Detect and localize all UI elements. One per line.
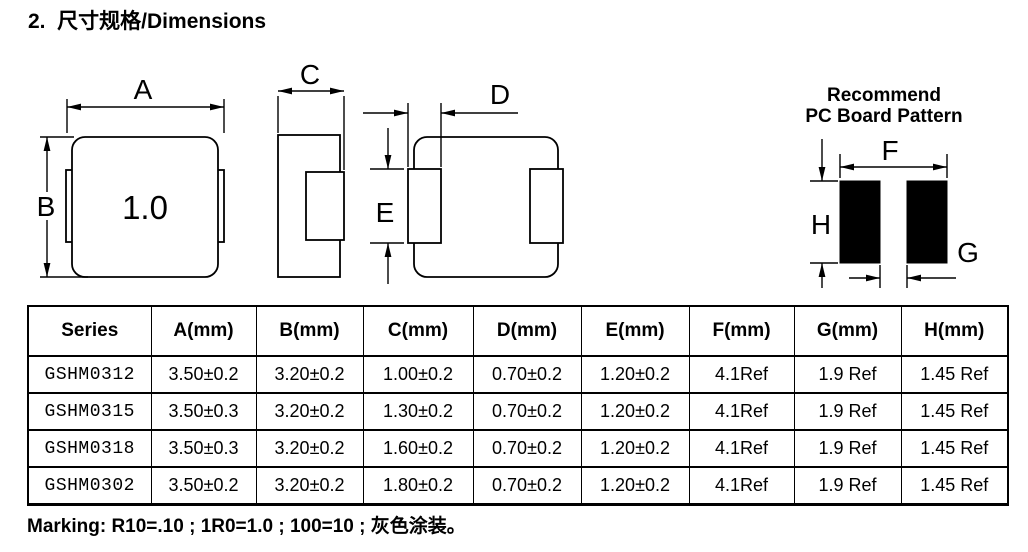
- dim-c-lines: [277, 87, 345, 170]
- dim-label-f: F: [881, 135, 898, 166]
- col-header-h: H(mm): [900, 305, 1009, 357]
- value-cell: 3.50±0.3: [150, 392, 257, 431]
- value-cell: 1.80±0.2: [362, 466, 474, 506]
- terminal-side: [305, 171, 345, 241]
- dimensions-table: Series A(mm) B(mm) C(mm) D(mm) E(mm) F(m…: [27, 305, 1009, 506]
- dim-label-c: C: [300, 59, 320, 90]
- dim-d-lines: [363, 103, 518, 167]
- value-cell: 3.20±0.2: [255, 392, 364, 431]
- dim-label-a: A: [134, 74, 153, 105]
- value-cell: 3.50±0.3: [150, 429, 257, 468]
- value-cell: 1.45 Ref: [900, 466, 1009, 506]
- component-marking: 1.0: [122, 189, 168, 226]
- table-row: GSHM0312 3.50±0.2 3.20±0.2 1.00±0.2 0.70…: [27, 355, 1009, 394]
- value-cell: 1.9 Ref: [793, 392, 902, 431]
- terminal-bottom-right: [529, 168, 564, 244]
- series-cell: GSHM0302: [27, 466, 152, 506]
- dim-label-e: E: [376, 197, 395, 228]
- marking-note: Marking: R10=.10 ; 1R0=1.0 ; 100=10 ; 灰色…: [27, 516, 466, 537]
- dim-g-lines: [849, 265, 956, 288]
- value-cell: 1.9 Ref: [793, 355, 902, 394]
- dim-h-lines: [810, 139, 838, 288]
- value-cell: 1.45 Ref: [900, 392, 1009, 431]
- value-cell: 4.1Ref: [688, 392, 795, 431]
- value-cell: 3.20±0.2: [255, 429, 364, 468]
- terminal-bottom-left: [407, 168, 442, 244]
- value-cell: 0.70±0.2: [472, 392, 582, 431]
- dim-e-lines: [370, 128, 404, 284]
- col-header-g: G(mm): [793, 305, 902, 357]
- value-cell: 1.45 Ref: [900, 429, 1009, 468]
- value-cell: 1.00±0.2: [362, 355, 474, 394]
- col-header-c: C(mm): [362, 305, 474, 357]
- dim-label-h: H: [811, 209, 831, 240]
- col-header-series: Series: [27, 305, 152, 357]
- value-cell: 4.1Ref: [688, 466, 795, 506]
- col-header-d: D(mm): [472, 305, 582, 357]
- series-cell: GSHM0312: [27, 355, 152, 394]
- value-cell: 3.50±0.2: [150, 355, 257, 394]
- value-cell: 0.70±0.2: [472, 355, 582, 394]
- solder-pad-left: [839, 180, 881, 264]
- value-cell: 4.1Ref: [688, 355, 795, 394]
- value-cell: 1.9 Ref: [793, 466, 902, 506]
- dim-b-lines: [40, 136, 88, 278]
- series-cell: GSHM0318: [27, 429, 152, 468]
- col-header-b: B(mm): [255, 305, 364, 357]
- section-title: 2. 尺寸规格/Dimensions: [28, 10, 267, 33]
- value-cell: 1.20±0.2: [580, 392, 690, 431]
- dim-label-g: G: [957, 237, 979, 268]
- col-header-a: A(mm): [150, 305, 257, 357]
- table-row: GSHM0315 3.50±0.3 3.20±0.2 1.30±0.2 0.70…: [27, 392, 1009, 431]
- value-cell: 0.70±0.2: [472, 466, 582, 506]
- value-cell: 1.30±0.2: [362, 392, 474, 431]
- value-cell: 1.9 Ref: [793, 429, 902, 468]
- value-cell: 1.20±0.2: [580, 466, 690, 506]
- value-cell: 1.45 Ref: [900, 355, 1009, 394]
- value-cell: 3.50±0.2: [150, 466, 257, 506]
- value-cell: 1.20±0.2: [580, 429, 690, 468]
- value-cell: 0.70±0.2: [472, 429, 582, 468]
- col-header-e: E(mm): [580, 305, 690, 357]
- solder-pad-right: [906, 180, 948, 264]
- value-cell: 3.20±0.2: [255, 355, 364, 394]
- bottom-view-drawing: D E: [363, 79, 564, 284]
- dim-label-d: D: [490, 79, 510, 110]
- series-cell: GSHM0315: [27, 392, 152, 431]
- component-body-front: [71, 136, 219, 278]
- value-cell: 4.1Ref: [688, 429, 795, 468]
- value-cell: 1.20±0.2: [580, 355, 690, 394]
- table-header-row: Series A(mm) B(mm) C(mm) D(mm) E(mm) F(m…: [27, 305, 1009, 357]
- dimension-drawings: A 1.0 B C: [37, 59, 979, 288]
- value-cell: 3.20±0.2: [255, 466, 364, 506]
- value-cell: 1.60±0.2: [362, 429, 474, 468]
- pcb-pattern-title-line1: Recommend: [827, 85, 941, 106]
- table-row: GSHM0302 3.50±0.2 3.20±0.2 1.80±0.2 0.70…: [27, 466, 1009, 506]
- table-row: GSHM0318 3.50±0.3 3.20±0.2 1.60±0.2 0.70…: [27, 429, 1009, 468]
- side-view-drawing: C: [277, 59, 345, 278]
- dim-label-b: B: [37, 191, 56, 222]
- pcb-pattern-drawing: Recommend PC Board Pattern F H: [805, 85, 979, 288]
- dim-a-lines: [66, 99, 225, 133]
- dim-f-lines: [839, 154, 948, 178]
- front-view-drawing: A 1.0 B: [37, 74, 225, 278]
- col-header-f: F(mm): [688, 305, 795, 357]
- pcb-pattern-title-line2: PC Board Pattern: [805, 106, 962, 127]
